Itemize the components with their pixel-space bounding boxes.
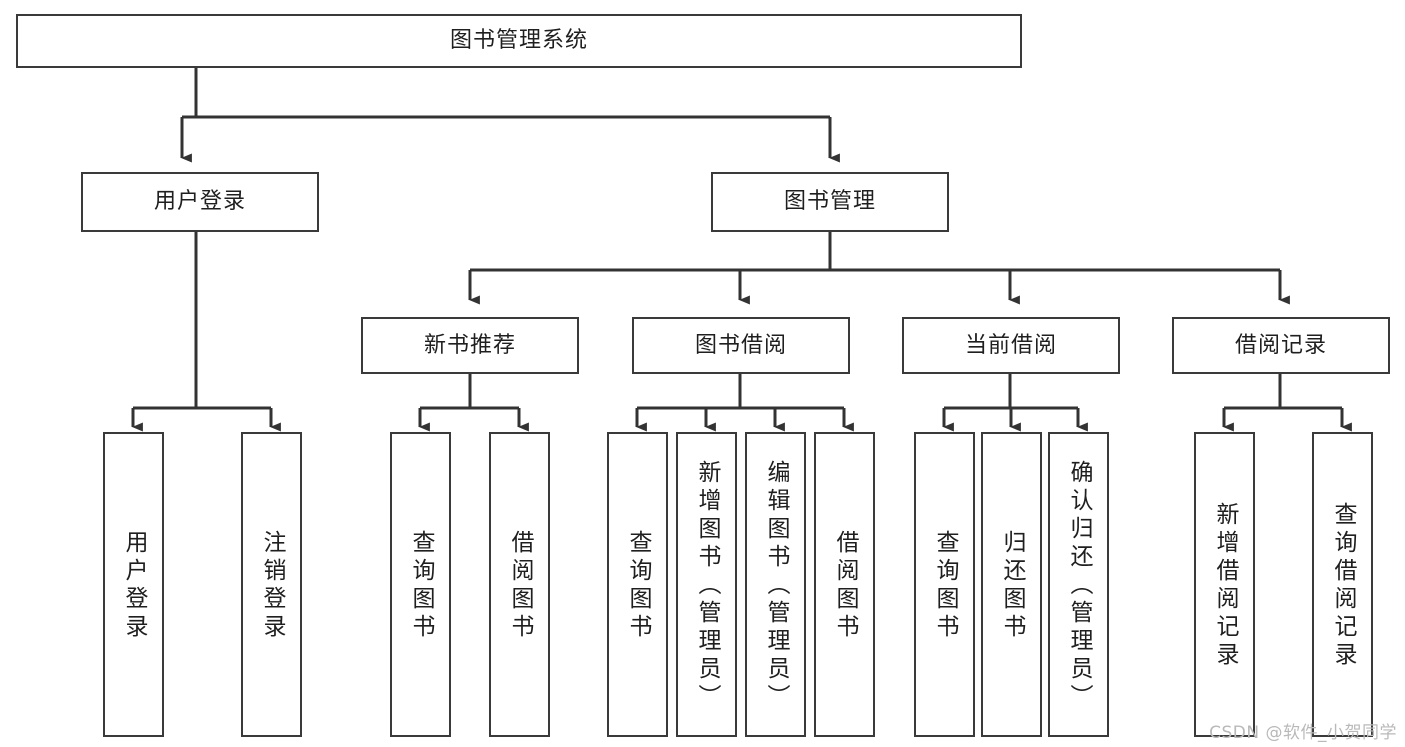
node-book-manage-label: 图书管理 <box>783 189 876 215</box>
leaf-query-book-current-label: 查询图书 <box>932 529 958 642</box>
leaf-query-borrow-record-label: 查询借阅记录 <box>1330 501 1356 670</box>
node-book-borrow[interactable]: 图书借阅 <box>632 317 850 374</box>
leaf-confirm-return-label: 确认归还（管理员） <box>1066 459 1092 712</box>
node-root[interactable]: 图书管理系统 <box>16 14 1022 68</box>
node-borrow-record-label: 借阅记录 <box>1234 332 1327 358</box>
leaf-query-book-borrow-label: 查询图书 <box>625 529 651 642</box>
node-borrow-record[interactable]: 借阅记录 <box>1172 317 1390 374</box>
node-user-login[interactable]: 用户登录 <box>81 172 319 232</box>
watermark: CSDN @软件_小贺同学 <box>1209 723 1397 743</box>
node-new-book-recommend-label: 新书推荐 <box>423 332 516 358</box>
node-book-borrow-label: 图书借阅 <box>694 332 787 358</box>
leaf-add-borrow-record[interactable]: 新增借阅记录 <box>1194 432 1255 737</box>
leaf-query-book-borrow[interactable]: 查询图书 <box>607 432 668 737</box>
leaf-query-book-recommend-label: 查询图书 <box>408 529 434 642</box>
leaf-user-login-label: 用户登录 <box>121 529 147 642</box>
leaf-logout[interactable]: 注销登录 <box>241 432 302 737</box>
node-book-manage[interactable]: 图书管理 <box>711 172 949 232</box>
leaf-user-login[interactable]: 用户登录 <box>103 432 164 737</box>
node-current-borrow-label: 当前借阅 <box>964 332 1057 358</box>
node-new-book-recommend[interactable]: 新书推荐 <box>361 317 579 374</box>
leaf-logout-label: 注销登录 <box>259 529 285 642</box>
node-user-login-label: 用户登录 <box>153 189 246 215</box>
node-current-borrow[interactable]: 当前借阅 <box>902 317 1120 374</box>
leaf-return-book-label: 归还图书 <box>999 529 1025 642</box>
leaf-confirm-return[interactable]: 确认归还（管理员） <box>1048 432 1109 737</box>
leaf-borrow-book-label: 借阅图书 <box>832 529 858 642</box>
leaf-add-borrow-record-label: 新增借阅记录 <box>1212 501 1238 670</box>
leaf-borrow-book[interactable]: 借阅图书 <box>814 432 875 737</box>
leaf-query-book-current[interactable]: 查询图书 <box>914 432 975 737</box>
leaf-edit-book-label: 编辑图书（管理员） <box>763 459 789 712</box>
leaf-borrow-book-recommend-label: 借阅图书 <box>507 529 533 642</box>
leaf-query-book-recommend[interactable]: 查询图书 <box>390 432 451 737</box>
leaf-edit-book[interactable]: 编辑图书（管理员） <box>745 432 806 737</box>
leaf-return-book[interactable]: 归还图书 <box>981 432 1042 737</box>
node-root-label: 图书管理系统 <box>449 28 588 54</box>
leaf-borrow-book-recommend[interactable]: 借阅图书 <box>489 432 550 737</box>
leaf-add-book[interactable]: 新增图书（管理员） <box>676 432 737 737</box>
leaf-add-book-label: 新增图书（管理员） <box>694 459 720 712</box>
leaf-query-borrow-record[interactable]: 查询借阅记录 <box>1312 432 1373 737</box>
